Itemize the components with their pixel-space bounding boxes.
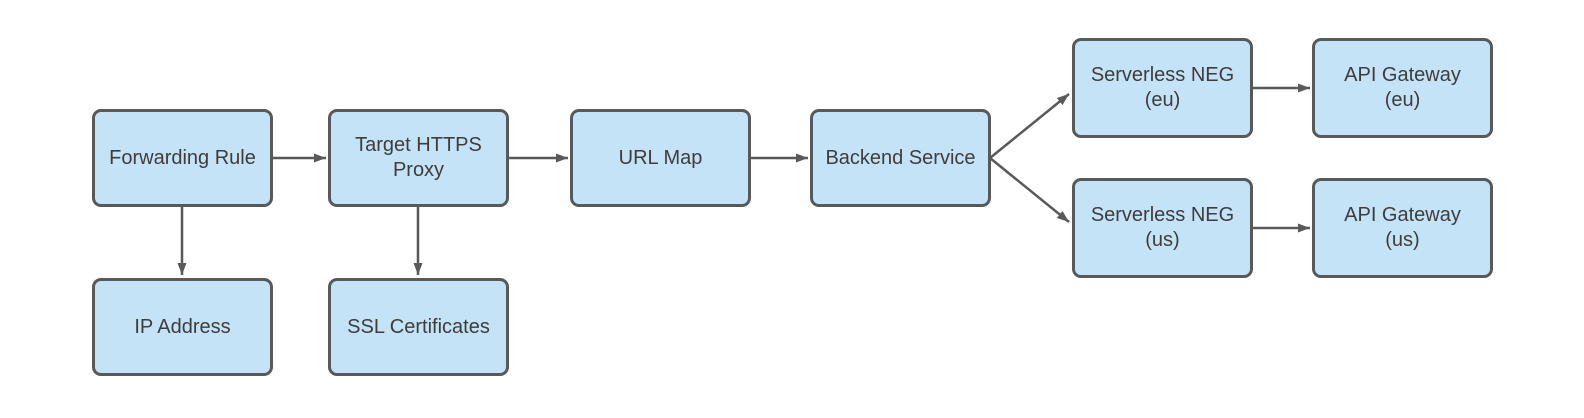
node-label-line: Target HTTPS — [355, 134, 482, 156]
edge-backend-service-to-serverless-neg-us — [989, 157, 1070, 223]
node-label-line: SSL Certificates — [347, 315, 490, 338]
node-label-line: Serverless NEG — [1090, 204, 1235, 226]
node-label-line: (eu) — [1144, 89, 1181, 111]
node-label-line: URL Map — [618, 146, 703, 169]
node-serverless-neg-us: Serverless NEG (us) — [1072, 178, 1253, 278]
node-target-https-proxy: Target HTTPS Proxy — [328, 109, 509, 207]
node-label-line: IP Address — [134, 315, 231, 338]
node-label-line: Serverless NEG — [1090, 64, 1235, 86]
node-api-gateway-us: API Gateway (us) — [1312, 178, 1493, 278]
node-label-line: (us) — [1385, 229, 1420, 251]
node-ip-address: IP Address — [92, 278, 273, 376]
node-label-line: (us) — [1145, 229, 1180, 251]
node-serverless-neg-eu: Serverless NEG (eu) — [1072, 38, 1253, 138]
node-label-line: API Gateway — [1344, 204, 1461, 226]
node-label-line: (eu) — [1384, 89, 1421, 111]
node-label-line: API Gateway — [1344, 64, 1461, 86]
node-ssl-certificates: SSL Certificates — [328, 278, 509, 376]
node-backend-service: Backend Service — [810, 109, 991, 207]
edge-backend-service-to-serverless-neg-eu — [989, 93, 1070, 159]
node-label-line: Backend Service — [825, 146, 976, 169]
node-label-line: Proxy — [392, 159, 445, 181]
node-url-map: URL Map — [570, 109, 751, 207]
node-api-gateway-eu: API Gateway (eu) — [1312, 38, 1493, 138]
node-forwarding-rule: Forwarding Rule — [92, 109, 273, 207]
node-label-line: Forwarding Rule — [109, 146, 256, 169]
